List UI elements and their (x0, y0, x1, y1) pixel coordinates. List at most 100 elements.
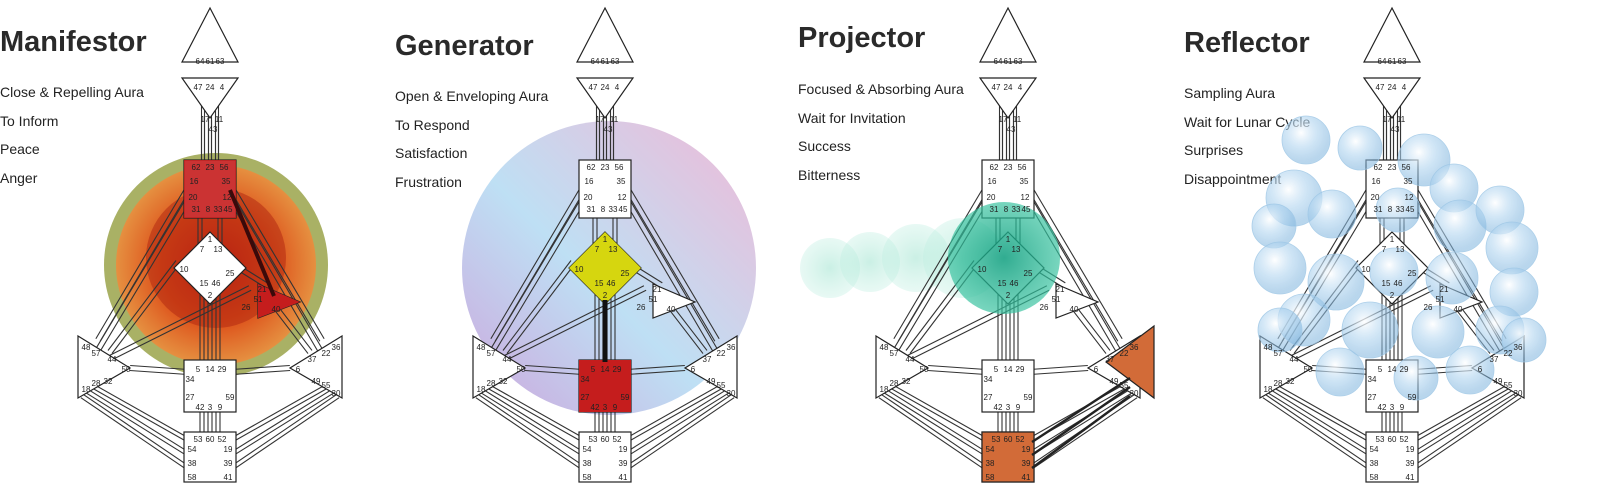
gate-number: 44 (108, 355, 117, 364)
gate-number: 34 (186, 375, 195, 384)
attribute-list: Close & Repelling Aura To Inform Peace A… (0, 78, 144, 192)
aura-label: Open & Enveloping Aura (395, 88, 549, 104)
attribute-list: Focused & Absorbing Aura Wait for Invita… (798, 75, 964, 189)
gate-number: 28 (92, 379, 101, 388)
gate-number: 59 (1024, 393, 1033, 402)
ego-center (1055, 283, 1100, 319)
gate-number: 21 (653, 285, 662, 294)
gate-number: 34 (581, 375, 590, 384)
gate-number: 41 (619, 473, 628, 482)
gate-number: 50 (122, 365, 131, 374)
not-self-label: Frustration (395, 173, 462, 190)
channels (475, 85, 735, 471)
gate-number: 13 (214, 245, 223, 254)
gate-number: 29 (1016, 365, 1025, 374)
gate-number: 16 (1372, 177, 1381, 186)
gate-number: 55 (322, 381, 331, 390)
gate-number: 63 (216, 57, 225, 66)
gate-number: 56 (1402, 163, 1411, 172)
gate-number: 3 (1006, 403, 1011, 412)
gate-number: 19 (1406, 445, 1415, 454)
gate-number: 23 (601, 163, 610, 172)
defined-channel (1031, 386, 1131, 456)
gate-number: 21 (258, 285, 267, 294)
attribute-list: Sampling Aura Wait for Lunar Cycle Surpr… (1184, 79, 1310, 193)
gate-number: 57 (92, 349, 101, 358)
gate-number: 56 (1018, 163, 1027, 172)
gate-number: 61 (1388, 57, 1397, 66)
gate-number: 47 (589, 83, 598, 92)
gate-number: 1 (208, 235, 213, 244)
throat-center (578, 159, 632, 219)
aura-bubble (1425, 251, 1479, 305)
gate-number: 34 (1368, 375, 1377, 384)
signature-label: Surprises (1184, 142, 1244, 158)
gate-number: 37 (1490, 355, 1499, 364)
gate-number: 43 (604, 125, 613, 134)
generator-panel: Generator Open & Enveloping Aura To Resp… (395, 0, 795, 493)
gate-number: 19 (619, 445, 628, 454)
gate-number: 11 (1397, 115, 1406, 124)
gate-number: 18 (880, 385, 889, 394)
gate-number: 64 (1378, 57, 1387, 66)
gate-number: 48 (82, 343, 91, 352)
gate-number: 25 (1408, 269, 1417, 278)
gate-number: 54 (583, 445, 592, 454)
gate-number: 1 (1390, 235, 1395, 244)
gate-number: 13 (609, 245, 618, 254)
gate-number: 14 (1004, 365, 1013, 374)
g-center (173, 231, 247, 305)
gate-number: 12 (1021, 193, 1030, 202)
gate-number: 13 (1396, 245, 1405, 254)
gate-number: 40 (272, 305, 281, 314)
gate-number: 45 (619, 205, 628, 214)
gate-number: 19 (1022, 445, 1031, 454)
aura-bubble (1315, 347, 1365, 397)
aura-bubble (1307, 189, 1357, 239)
gate-number: 18 (82, 385, 91, 394)
gate-number: 4 (615, 83, 620, 92)
gate-number: 42 (591, 403, 600, 412)
ego-center (652, 283, 697, 319)
sacral-center (183, 359, 237, 413)
gate-number: 10 (978, 265, 987, 274)
gate-number: 15 (200, 279, 209, 288)
gate-number: 1 (1006, 235, 1011, 244)
gate-number: 32 (499, 377, 508, 386)
gate-number: 7 (595, 245, 600, 254)
gate-number: 48 (1264, 343, 1273, 352)
head-center (979, 6, 1037, 63)
gate-number: 33 (609, 205, 618, 214)
ajna-center (575, 77, 635, 120)
solar-plexus-defined (1105, 324, 1155, 400)
gate-number: 15 (998, 279, 1007, 288)
gate-number: 2 (603, 291, 608, 300)
gate-number: 50 (517, 365, 526, 374)
gate-number: 38 (583, 459, 592, 468)
aura-bubble (1281, 115, 1331, 165)
signature-label: Peace (0, 141, 40, 157)
head-center (1363, 6, 1421, 63)
gate-number: 39 (1406, 459, 1415, 468)
strategy-label: To Respond (395, 116, 470, 133)
head-center (576, 6, 634, 63)
gate-number: 20 (584, 193, 593, 202)
aura-label: Sampling Aura (1184, 85, 1276, 101)
strategy-label: Wait for Invitation (798, 109, 906, 126)
gate-number: 47 (992, 83, 1001, 92)
aura-bubble (1257, 307, 1303, 353)
gate-number: 30 (332, 389, 341, 398)
gate-number: 17 (999, 115, 1008, 124)
gate-number: 36 (1130, 343, 1139, 352)
gate-number: 5 (1378, 365, 1383, 374)
gate-number: 50 (920, 365, 929, 374)
gate-number: 41 (1022, 473, 1031, 482)
gate-number: 21 (1056, 285, 1065, 294)
gate-number: 4 (1402, 83, 1407, 92)
gate-number: 62 (1374, 163, 1383, 172)
aura-focus-circle (948, 202, 1060, 314)
gate-number: 35 (1020, 177, 1029, 186)
gate-number: 27 (186, 393, 195, 402)
spleen-center (1259, 334, 1314, 400)
gate-number: 51 (254, 295, 263, 304)
